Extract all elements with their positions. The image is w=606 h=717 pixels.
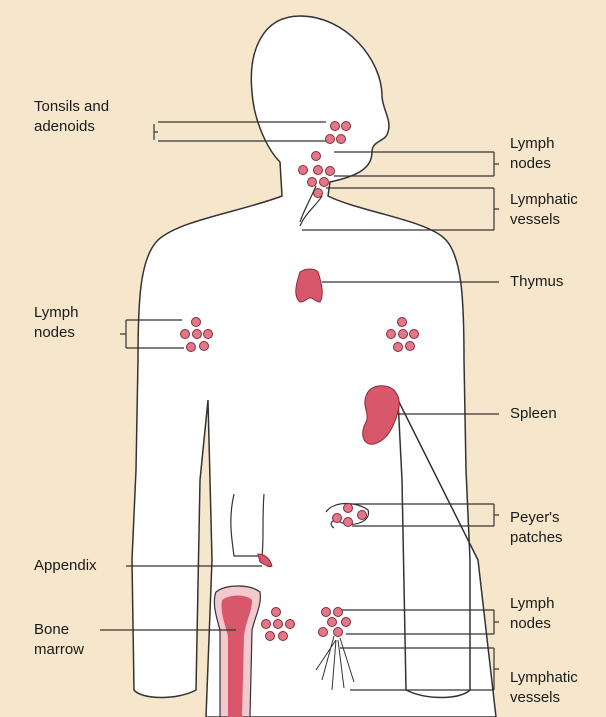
label-lymph-nodes-neck-line1: Lymph [510, 134, 554, 154]
label-lymph-nodes-armpit-line1: Lymph [34, 303, 78, 323]
label-peyers-line2: patches [510, 528, 563, 548]
label-lymphatic-vessels-neck: Lymphatic vessels [510, 190, 578, 230]
label-lymph-nodes-armpit-line2: nodes [34, 323, 78, 343]
thymus-organ [296, 269, 322, 302]
label-lymphatic-vessels-groin: Lymphatic vessels [510, 668, 578, 708]
label-lymph-nodes-neck-line2: nodes [510, 154, 554, 174]
label-bone-marrow: Bone marrow [34, 620, 84, 660]
label-tonsils-line1: Tonsils and [34, 97, 109, 117]
label-bone-marrow-line2: marrow [34, 640, 84, 660]
label-lymphatic-vessels-groin-line2: vessels [510, 688, 578, 708]
label-lymphatic-vessels-neck-line1: Lymphatic [510, 190, 578, 210]
label-lymph-nodes-groin-line2: nodes [510, 614, 554, 634]
label-bone-marrow-line1: Bone [34, 620, 84, 640]
label-peyers-patches: Peyer's patches [510, 508, 563, 548]
label-peyers-line1: Peyer's [510, 508, 563, 528]
label-lymph-nodes-neck: Lymph nodes [510, 134, 554, 174]
label-lymphatic-vessels-neck-line2: vessels [510, 210, 578, 230]
label-appendix: Appendix [34, 556, 97, 576]
label-thymus: Thymus [510, 272, 563, 292]
label-tonsils-line2: adenoids [34, 117, 109, 137]
label-lymph-nodes-armpit: Lymph nodes [34, 303, 78, 343]
label-lymph-nodes-groin: Lymph nodes [510, 594, 554, 634]
label-lymph-nodes-groin-line1: Lymph [510, 594, 554, 614]
body-silhouette [132, 16, 496, 717]
label-spleen: Spleen [510, 404, 557, 424]
label-lymphatic-vessels-groin-line1: Lymphatic [510, 668, 578, 688]
label-tonsils-and-adenoids: Tonsils and adenoids [34, 97, 109, 137]
